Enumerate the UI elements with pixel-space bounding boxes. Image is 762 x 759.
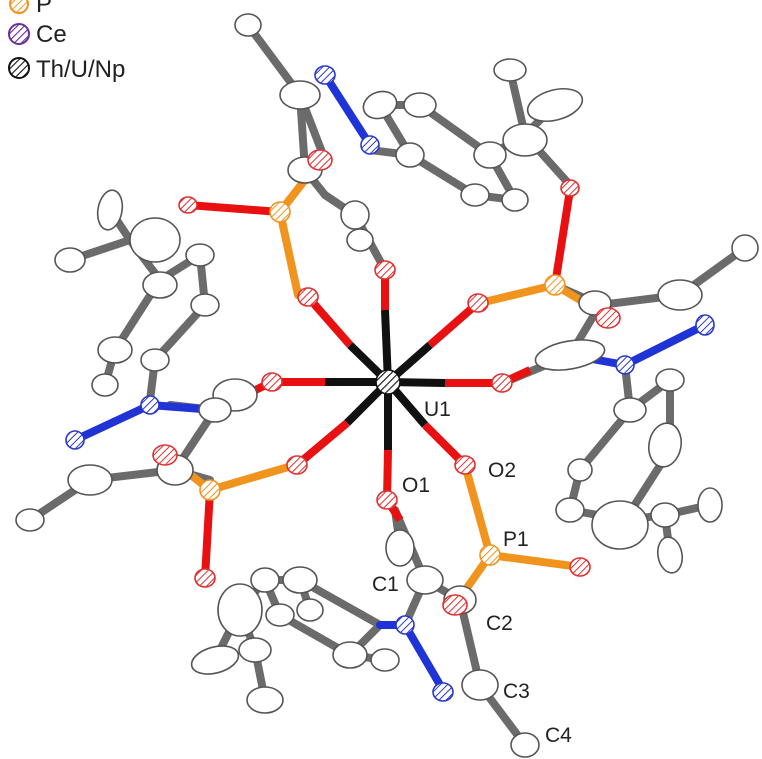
- uranium-center: [375, 369, 401, 395]
- legend-item-p: P: [9, 0, 52, 18]
- label-c3: C3: [503, 680, 530, 703]
- actinide-legend-icon: [8, 57, 30, 79]
- label-c4: C4: [545, 724, 572, 747]
- phosphorus-legend-icon: [9, 0, 29, 14]
- legend-label-ce: Ce: [36, 21, 67, 48]
- oxygen-atoms: [152, 149, 621, 616]
- label-p1: P1: [503, 528, 529, 551]
- legend-item-ce: Ce: [8, 21, 67, 48]
- atom-labels: U1 O1 O2 P1 C1 C2 C3 C4: [372, 398, 572, 747]
- legend: P Ce Th/U/Np: [8, 0, 125, 83]
- label-o2: O2: [488, 459, 516, 482]
- label-o1: O1: [402, 474, 430, 497]
- legend-label-p: P: [36, 0, 52, 18]
- legend-item-actinide: Th/U/Np: [8, 56, 125, 83]
- carbon-atoms: [15, 13, 759, 758]
- cerium-legend-icon: [8, 23, 30, 45]
- nitrogen-atoms: [65, 65, 715, 702]
- phosphorus-atoms: [199, 201, 566, 566]
- label-c2: C2: [486, 612, 513, 635]
- legend-label-actinide: Th/U/Np: [36, 56, 125, 83]
- label-u1: U1: [424, 398, 451, 421]
- uranium-atom: [375, 369, 401, 395]
- label-c1: C1: [372, 573, 399, 596]
